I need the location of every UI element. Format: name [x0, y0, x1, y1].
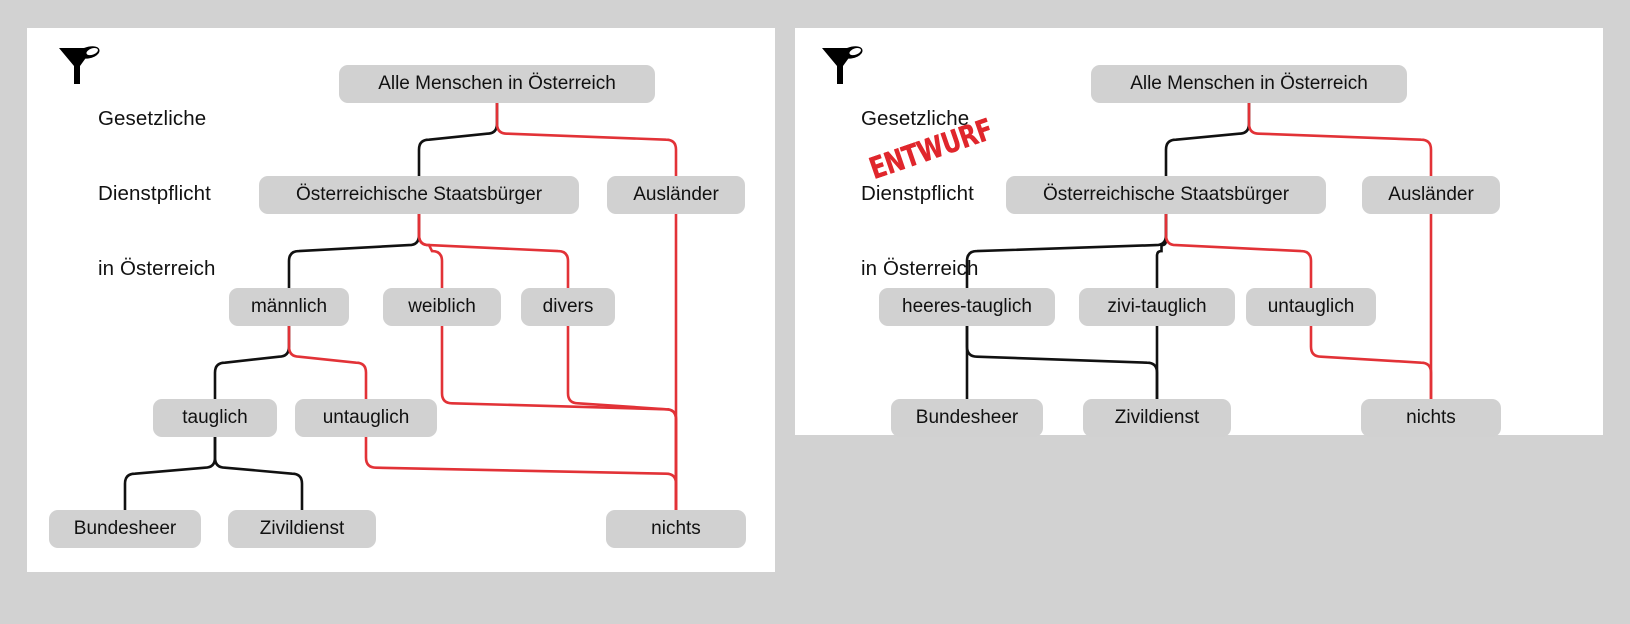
edge-staats-to-untauglich [1164, 212, 1313, 290]
tree-node-auslaender[interactable]: Ausländer [607, 176, 745, 214]
edge-layer-current [123, 101, 678, 512]
edge-maennlich-to-tauglich [213, 324, 291, 401]
tree-node-zivi[interactable]: zivi-tauglich [1079, 288, 1235, 326]
diagram-card-current: Gesetzliche Dienstpflicht in Österreich … [27, 28, 775, 572]
edge-staats-to-zivi [1155, 212, 1168, 290]
tree-node-zivildienst[interactable]: Zivildienst [228, 510, 376, 548]
tree-node-untauglich[interactable]: untauglich [1246, 288, 1376, 326]
edge-heeres-to-zivildienst [965, 324, 1159, 401]
tree-node-bundesheer[interactable]: Bundesheer [49, 510, 201, 548]
tree-node-heeres[interactable]: heeres-tauglich [879, 288, 1055, 326]
tree-node-alle[interactable]: Alle Menschen in Österreich [1091, 65, 1407, 103]
edge-layer-draft [965, 101, 1433, 401]
brand-block: Gesetzliche Dienstpflicht in Österreich [57, 42, 216, 331]
brand-line-3: in Österreich [98, 257, 216, 280]
tree-node-nichts[interactable]: nichts [1361, 399, 1501, 437]
brand-line-1: Gesetzliche [98, 107, 207, 130]
funnel-icon [822, 46, 863, 84]
tree-node-nichts[interactable]: nichts [606, 510, 746, 548]
edge-staats-to-maennlich [287, 212, 421, 290]
edge-divers-to-nichts [566, 324, 678, 512]
diagram-card-draft: Gesetzliche Dienstpflicht in Österreich … [795, 28, 1603, 437]
brand-line-2: Dienstpflicht [861, 182, 974, 205]
edge-untauglich-to-nichts [1309, 324, 1433, 401]
edge-staats-to-weiblich [417, 212, 444, 290]
tree-node-tauglich[interactable]: tauglich [153, 399, 277, 437]
tree-node-divers[interactable]: divers [521, 288, 615, 326]
tree-node-maennlich[interactable]: männlich [229, 288, 349, 326]
edge-staats-to-divers [417, 212, 570, 290]
tree-node-untauglich[interactable]: untauglich [295, 399, 437, 437]
funnel-icon [59, 46, 100, 84]
edge-alle-to-auslaender [495, 101, 678, 178]
tree-node-auslaender[interactable]: Ausländer [1362, 176, 1500, 214]
brand-block-draft: Gesetzliche Dienstpflicht in Österreich [820, 42, 979, 331]
edge-alle-to-auslaender [1247, 101, 1433, 178]
tree-node-alle[interactable]: Alle Menschen in Österreich [339, 65, 655, 103]
edge-tauglich-to-bundesheer [123, 435, 217, 512]
tree-node-zivildienst[interactable]: Zivildienst [1083, 399, 1231, 437]
brand-text: Gesetzliche Dienstpflicht in Österreich [98, 56, 216, 331]
tree-node-staats[interactable]: Österreichische Staatsbürger [1006, 176, 1326, 214]
edge-alle-to-staats [1164, 101, 1251, 178]
edge-maennlich-to-untauglich [287, 324, 368, 401]
edge-staats-to-heeres [965, 212, 1168, 290]
brand-line-1: Gesetzliche [861, 107, 970, 130]
tree-node-weiblich[interactable]: weiblich [383, 288, 501, 326]
edge-alle-to-staats [417, 101, 499, 178]
brand-line-3: in Österreich [861, 257, 979, 280]
brand-text: Gesetzliche Dienstpflicht in Österreich [861, 56, 979, 331]
tree-node-bundesheer[interactable]: Bundesheer [891, 399, 1043, 437]
edge-untauglich-to-nichts [364, 435, 678, 512]
brand-line-2: Dienstpflicht [98, 182, 211, 205]
edge-tauglich-to-zivildienst [213, 435, 304, 512]
tree-node-staats[interactable]: Österreichische Staatsbürger [259, 176, 579, 214]
edge-weiblich-to-nichts [440, 324, 678, 512]
